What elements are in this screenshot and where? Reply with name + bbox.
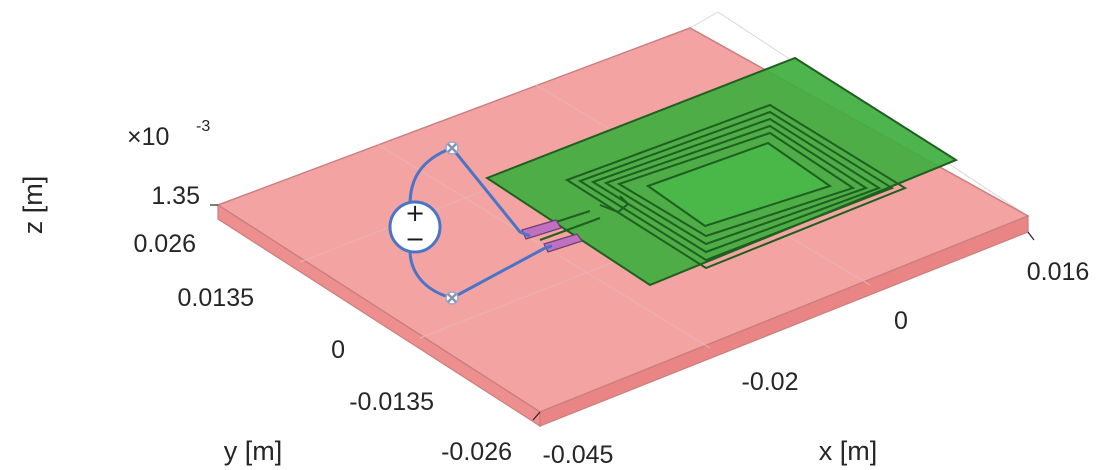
y-tick-label: 0 bbox=[331, 336, 345, 364]
y-tick-label: 0.026 bbox=[133, 230, 196, 258]
ports bbox=[521, 219, 583, 253]
spiral-coil-3 bbox=[603, 124, 869, 246]
z-multiplier-exponent: -3 bbox=[196, 118, 210, 135]
x-tick-label: -0.02 bbox=[742, 368, 799, 396]
coil-lead bbox=[599, 195, 630, 214]
spiral-coil-inner bbox=[645, 141, 833, 228]
source-lead-lower bbox=[408, 249, 453, 300]
feed-wire-upper bbox=[450, 147, 531, 238]
spiral-coil-1 bbox=[577, 110, 895, 262]
x-tick-label: 0.016 bbox=[1027, 258, 1090, 286]
y-axis-label: y [m] bbox=[224, 436, 283, 466]
y-tick-label: -0.026 bbox=[441, 438, 512, 466]
source-lead-upper bbox=[408, 146, 453, 206]
z-tick-label: 1.35 bbox=[151, 182, 200, 210]
feed-marker-lower bbox=[445, 291, 459, 305]
feed-wires bbox=[408, 146, 553, 300]
x-tick-label: 0 bbox=[894, 307, 908, 335]
port-upper bbox=[521, 219, 562, 240]
z-multiplier: ×10 bbox=[127, 123, 169, 151]
spiral-coil-outer bbox=[564, 103, 908, 270]
x-axis-label: x [m] bbox=[819, 436, 878, 466]
y-tick-label: 0.0135 bbox=[178, 284, 254, 312]
source-plus-sign: + bbox=[405, 199, 425, 227]
port-lower bbox=[543, 233, 583, 253]
spiral-coil-4 bbox=[616, 131, 856, 238]
z-axis-label: z [m] bbox=[18, 176, 48, 235]
source-minus-sign: − bbox=[405, 225, 425, 253]
feed-marker-upper bbox=[445, 141, 459, 155]
voltage-source: + − bbox=[388, 199, 442, 254]
spiral-coil-2 bbox=[590, 117, 882, 254]
feed-wire-lower bbox=[451, 244, 553, 300]
voltage-source-circle bbox=[388, 200, 442, 254]
feed-markers bbox=[445, 141, 459, 305]
metal-layer bbox=[484, 56, 959, 287]
y-tick-label: -0.0135 bbox=[349, 388, 434, 416]
x-tick-label: -0.045 bbox=[543, 441, 614, 469]
axis-tick-marks bbox=[210, 204, 1035, 421]
